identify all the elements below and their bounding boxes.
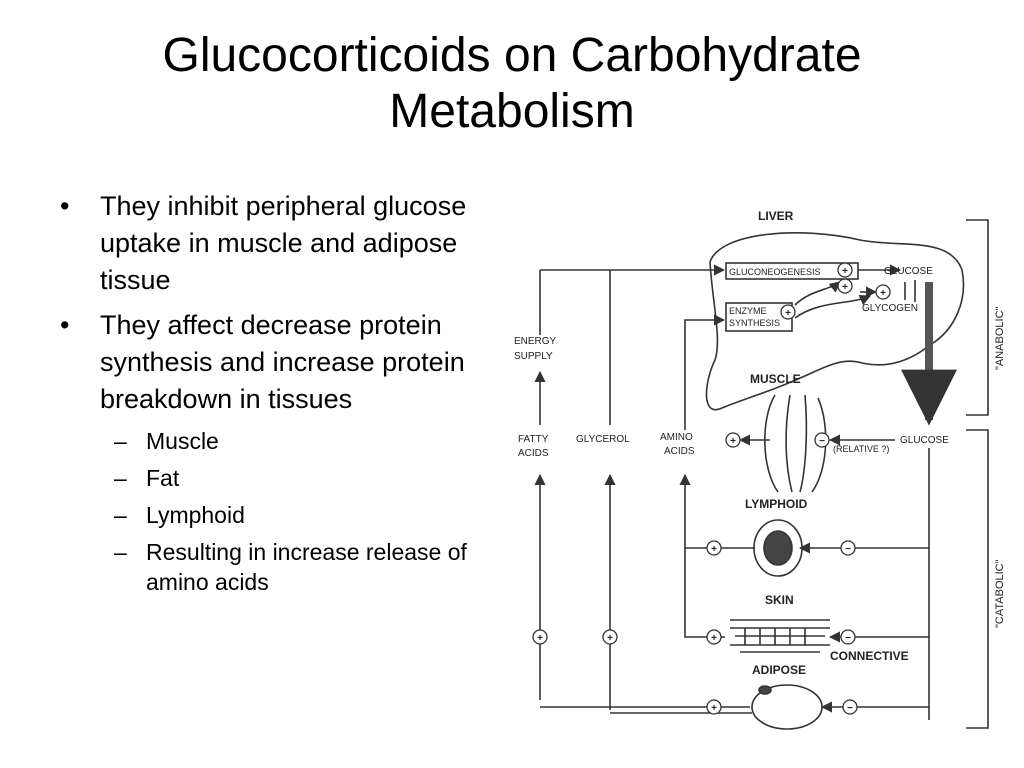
plus-circle <box>780 304 796 320</box>
subbullet-text: Lymphoid <box>146 502 245 528</box>
subbullet-item-1: – Muscle <box>58 426 498 456</box>
fatty-acids-label: ACIDS <box>518 448 549 459</box>
plus-sign: + <box>880 288 886 299</box>
adipose-cell <box>751 684 823 730</box>
liver-outline <box>705 232 965 411</box>
subbullet-text: Fat <box>146 465 180 491</box>
glucose-mid-label: GLUCOSE <box>900 435 949 446</box>
bullet-text: They inhibit peripheral glucose uptake i… <box>100 191 467 295</box>
plus-circle <box>706 540 722 556</box>
glucose-top-label: GLUCOSE <box>884 266 933 277</box>
dash-glyph: – <box>114 465 127 491</box>
plus-sign: + <box>537 633 543 644</box>
energy-label: ENERGY <box>514 336 557 347</box>
skin-layers <box>730 619 830 653</box>
lymphoid-label: LYMPHOID <box>745 497 808 511</box>
connective-label: CONNECTIVE <box>830 649 909 663</box>
bullet-item-1: • They inhibit peripheral glucose uptake… <box>58 188 498 299</box>
minus-circle <box>842 699 858 715</box>
relative-label: (RELATIVE ?) <box>833 444 889 454</box>
skin-label: SKIN <box>765 593 794 607</box>
title-line-1: Glucocorticoids on Carbohydrate <box>162 29 862 82</box>
adipose-label: ADIPOSE <box>752 663 806 677</box>
subbullet-item-4: – Resulting in increase release of amino… <box>58 537 498 597</box>
lymphoid-core <box>763 530 793 566</box>
bullet-item-2: • They affect decrease protein synthesis… <box>58 307 498 418</box>
enzyme-to-gluconeogenesis <box>794 281 841 306</box>
plus-circle <box>837 278 853 294</box>
dash-glyph: – <box>114 502 127 528</box>
muscle-label: MUSCLE <box>750 372 801 386</box>
plus-circle <box>706 629 722 645</box>
glycogen-label: GLYCOGEN <box>862 303 918 314</box>
slide-title: Glucocorticoids on Carbohydrate Metaboli… <box>0 28 1024 140</box>
anabolic-bracket <box>966 219 989 416</box>
plus-sign: + <box>711 544 717 555</box>
skin-line <box>684 548 725 638</box>
gluconeogenesis-label: GLUCONEOGENESIS <box>729 267 821 277</box>
subbullet-item-2: – Fat <box>58 463 498 493</box>
plus-sign: + <box>842 282 848 293</box>
plus-circle <box>706 699 722 715</box>
subbullet-text: Resulting in increase release of amino a… <box>146 539 467 595</box>
minus-sign: − <box>819 436 825 447</box>
anabolic-label: "ANABOLIC" <box>994 306 1006 370</box>
amino-acids-label: ACIDS <box>664 446 695 457</box>
minus-sign: − <box>845 633 851 644</box>
plus-circle <box>837 262 853 278</box>
enzyme-to-glycogen <box>794 295 872 319</box>
bullet-text: They affect decrease protein synthesis a… <box>100 310 465 414</box>
fatty-label: FATTY <box>518 434 549 445</box>
plus-sign: + <box>842 266 848 277</box>
plus-circle <box>602 629 618 645</box>
adipose-nucleus <box>758 685 772 695</box>
bullet-list: • They inhibit peripheral glucose uptake… <box>58 188 498 597</box>
plus-sign: + <box>711 703 717 714</box>
amino-label: AMINO <box>660 432 693 443</box>
supply-label: SUPPLY <box>514 351 553 362</box>
lymphoid-node <box>753 519 803 577</box>
dash-glyph: – <box>114 428 127 454</box>
catabolic-bracket <box>966 429 989 729</box>
bullet-glyph: • <box>60 191 70 221</box>
plus-sign: + <box>711 633 717 644</box>
liver-label: LIVER <box>758 209 794 223</box>
gluconeogenesis-box <box>725 262 859 280</box>
minus-sign: − <box>847 703 853 714</box>
glycerol-label: GLYCEROL <box>576 434 630 445</box>
bullet-glyph: • <box>60 310 70 340</box>
metabolism-diagram: + + + + + − + − + − + + + − LIVER GLUCON… <box>514 209 1006 730</box>
subbullet-text: Muscle <box>146 428 219 454</box>
dash-glyph: – <box>114 539 127 565</box>
plus-circle <box>532 629 548 645</box>
plus-sign: + <box>785 308 791 319</box>
minus-circle <box>814 432 830 448</box>
enzyme-label: ENZYME <box>729 306 767 316</box>
lymphoid-line <box>679 473 755 549</box>
plus-circle <box>725 432 741 448</box>
minus-circle <box>840 540 856 556</box>
plus-circle <box>875 284 891 300</box>
plus-sign: + <box>730 436 736 447</box>
amino-up-line <box>684 314 726 430</box>
plus-sign: + <box>607 633 613 644</box>
synthesis-label: SYNTHESIS <box>729 318 780 328</box>
minus-sign: − <box>845 544 851 555</box>
minus-circle <box>840 629 856 645</box>
subbullet-item-3: – Lymphoid <box>58 500 498 530</box>
muscle-shape <box>764 394 827 493</box>
title-line-2: Metabolism <box>389 85 635 138</box>
catabolic-label: "CATABOLIC" <box>994 559 1006 628</box>
glycogen-bidirectional <box>904 280 916 302</box>
skin-cells <box>744 628 806 645</box>
